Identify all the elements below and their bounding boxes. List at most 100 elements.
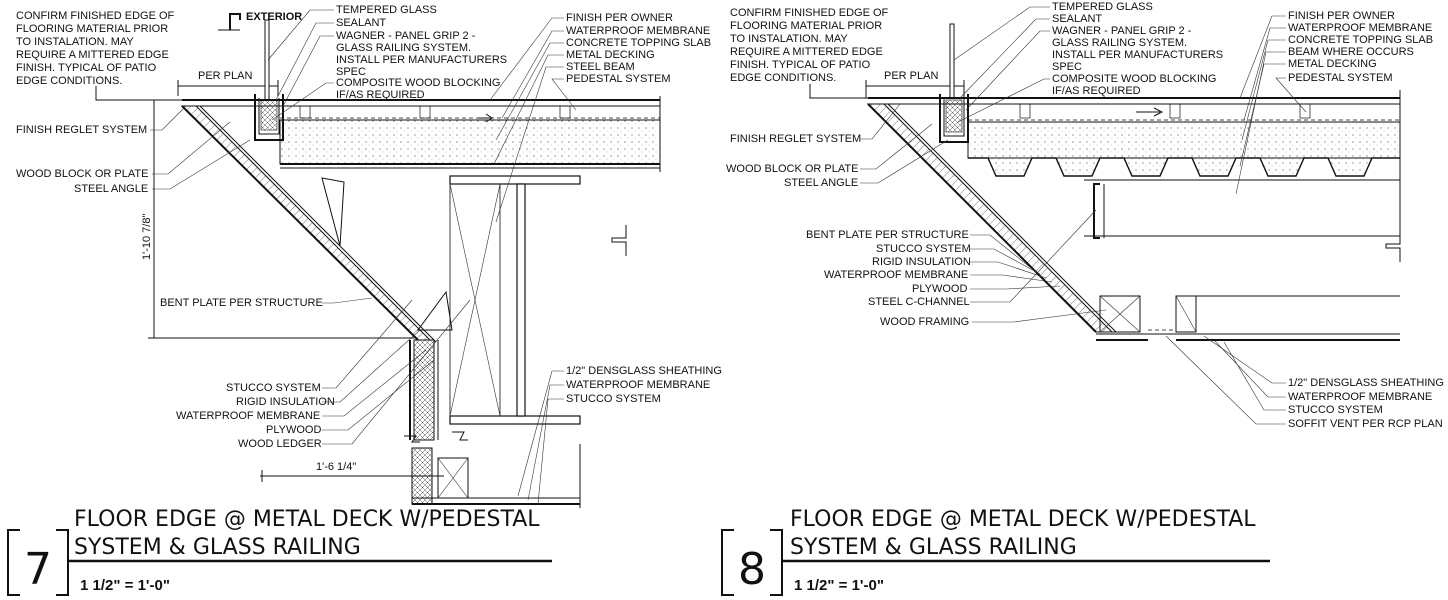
leader: [517, 370, 564, 497]
steel-angle-block: [417, 290, 453, 331]
detail-7-left-labels: FINISH REGLET SYSTEM WOOD BLOCK OR PLATE…: [16, 105, 373, 309]
label-finish-per-owner: FINISH PER OWNER: [566, 12, 673, 24]
composite-wood-blocking: [945, 99, 963, 133]
vertical-dimension-text: 1'-10 7/8": [141, 214, 153, 260]
leader: [281, 35, 334, 109]
break-symbol-icon: [452, 431, 468, 441]
label-bent-plate: BENT PLATE PER STRUCTURE: [806, 229, 969, 241]
exterior-arrow-icon: [229, 13, 241, 30]
leader: [322, 329, 421, 403]
label-wood-block: WOOD BLOCK OR PLATE: [16, 168, 148, 180]
leader: [267, 9, 334, 61]
detail-scale: 1 1/2" = 1'-0": [794, 577, 884, 594]
note-leader: [95, 86, 182, 101]
exterior-label: EXTERIOR: [246, 11, 302, 23]
bracket-right: [770, 529, 783, 596]
leader: [322, 349, 427, 417]
note-line: CONFIRM FINISHED EDGE OF: [16, 10, 175, 22]
label-soffit-vent: SOFFIT VENT PER RCP PLAN: [1288, 418, 1443, 430]
detail-7-general-note: CONFIRM FINISHED EDGE OF FLOORING MATERI…: [16, 10, 175, 87]
bent-plate: [181, 105, 419, 341]
leader: [1203, 335, 1286, 384]
label-finish-reglet: FINISH REGLET SYSTEM: [730, 133, 861, 145]
leader: [275, 22, 334, 101]
label-wagner: WAGNER - PANEL GRIP 2 -: [1052, 25, 1192, 37]
detail-8-mid-left-labels: BENT PLATE PER STRUCTURE STUCCO SYSTEM R…: [806, 209, 1107, 328]
wood-block: [321, 177, 345, 247]
label-densglass: 1/2" DENSGLASS SHEATHING: [1288, 377, 1444, 389]
label-wagner-2: GLASS RAILING SYSTEM.: [1052, 37, 1187, 49]
label-stucco-system: STUCCO SYSTEM: [226, 382, 321, 394]
leader: [322, 299, 471, 445]
label-wood-block: WOOD BLOCK OR PLATE: [726, 163, 858, 175]
note-line: EDGE CONDITIONS.: [730, 72, 836, 84]
detail-7-bottom-right-labels: 1/2" DENSGLASS SHEATHING WATERPROOF MEMB…: [517, 365, 722, 505]
steel-beam-web: [516, 183, 526, 417]
label-finish-reglet: FINISH REGLET SYSTEM: [16, 124, 147, 136]
leader: [860, 123, 933, 170]
label-install: INSTALL PER MANUFACTURERS: [1052, 49, 1223, 61]
detail-7-title-block: 7 FLOOR EDGE @ METAL DECK W/PEDESTAL SYS…: [7, 507, 552, 596]
leader: [322, 299, 413, 389]
detail-7-top-labels: TEMPERED GLASS SEALANT WAGNER - PANEL GR…: [267, 4, 507, 121]
concrete-topping-slab: [279, 119, 661, 165]
bent-plate-inner: [199, 105, 437, 343]
label-wood-framing: WOOD FRAMING: [880, 316, 969, 328]
framing-diagonal: [1099, 295, 1141, 333]
label-steel-angle: STEEL ANGLE: [74, 183, 148, 195]
label-concrete-topping: CONCRETE TOPPING SLAB: [566, 37, 711, 49]
leader: [1239, 63, 1286, 167]
leader: [1243, 27, 1286, 121]
steel-beam-bottom-flange: [449, 415, 581, 425]
detail-8-left-labels: FINISH REGLET SYSTEM WOOD BLOCK OR PLATE…: [726, 103, 949, 189]
note-line: FINISH. TYPICAL OF PATIO: [16, 62, 157, 74]
pedestal: [1169, 103, 1181, 119]
note-line: TO INSTALATION. MAY: [730, 33, 848, 45]
note-leader: [809, 84, 868, 99]
label-steel-angle: STEEL ANGLE: [784, 177, 858, 189]
note-line: FLOORING MATERIAL PRIOR: [730, 20, 882, 32]
label-if-as-required: IF/AS REQUIRED: [336, 89, 425, 101]
metal-decking: [968, 157, 1400, 177]
railing-shoe-inner: [943, 98, 965, 137]
leader: [322, 359, 435, 431]
label-spec: SPEC: [1052, 61, 1082, 73]
leader: [1165, 335, 1286, 425]
leader: [271, 82, 334, 121]
pedestal: [419, 105, 431, 119]
rigid-insulation: [413, 339, 435, 441]
detail-8-bottom-right-labels: 1/2" DENSGLASS SHEATHING WATERPROOF MEMB…: [1165, 335, 1444, 430]
leader: [1241, 39, 1286, 141]
label-pedestal-system: PEDESTAL SYSTEM: [1288, 72, 1393, 84]
pedestal: [559, 105, 571, 119]
leader: [527, 384, 564, 501]
label-densglass: 1/2" DENSGLASS SHEATHING: [566, 365, 722, 377]
bracket-left: [7, 529, 20, 596]
note-line: FINISH. TYPICAL OF PATIO: [730, 59, 871, 71]
leader: [970, 234, 1037, 273]
break-symbol-icon: [404, 435, 420, 443]
label-sealant: SEALANT: [1052, 13, 1102, 25]
label-waterproof-membrane: WATERPROOF MEMBRANE: [1288, 391, 1432, 403]
label-concrete-topping: CONCRETE TOPPING SLAB: [1288, 34, 1433, 46]
label-rigid-insulation: RIGID INSULATION: [236, 396, 335, 408]
label-beam-where-occurs: BEAM WHERE OCCURS: [1288, 46, 1414, 58]
railing-shoe: [254, 94, 284, 141]
concrete-topping-slab: [967, 121, 1401, 159]
leader: [970, 248, 1041, 275]
detail-7: CONFIRM FINISHED EDGE OF FLOORING MATERI…: [7, 4, 722, 596]
blocking-diagonal: [449, 183, 501, 417]
note-line: REQUIRE A MITTERED EDGE: [730, 46, 883, 58]
detail-8-top-labels: TEMPERED GLASS SEALANT WAGNER - PANEL GR…: [953, 1, 1223, 123]
leader: [152, 121, 231, 175]
label-if-as-required: IF/AS REQUIRED: [1052, 85, 1141, 97]
per-plan-label: PER PLAN: [884, 70, 938, 82]
note-line: CONFIRM FINISHED EDGE OF: [730, 7, 889, 19]
leader: [970, 274, 1053, 283]
per-plan-label: PER PLAN: [198, 70, 252, 82]
label-install: INSTALL PER MANUFACTURERS: [336, 54, 507, 66]
bracket-right: [56, 529, 69, 596]
label-waterproof-membrane: WATERPROOF MEMBRANE: [1288, 22, 1432, 34]
leader: [152, 139, 251, 190]
